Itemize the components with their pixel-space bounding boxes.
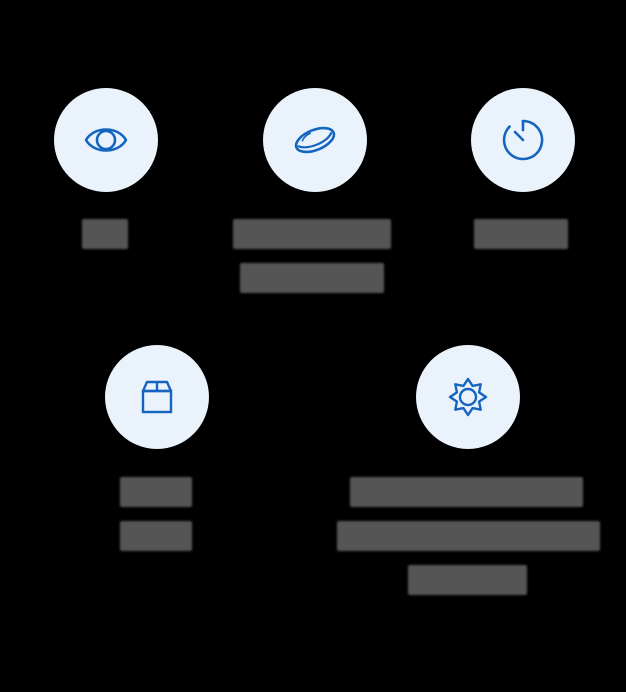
feature-contact-lens-text-line-1: [illegible text] — [233, 219, 391, 249]
timer-icon — [502, 119, 544, 161]
contact-lens-icon — [294, 126, 336, 154]
feature-sun-text-line-3: [illegible text] — [408, 565, 527, 595]
feature-eye-text-line-1: [illegible text] — [82, 219, 128, 249]
feature-timer-text-line-1: [illegible text] — [474, 219, 568, 249]
feature-box-text-line-2: [illegible text] — [120, 521, 192, 551]
contact-lens-icon-badge — [263, 88, 367, 192]
timer-icon-badge — [471, 88, 575, 192]
eye-icon — [84, 128, 128, 152]
box-icon — [141, 380, 173, 414]
feature-sun-text-line-1: [illegible text] — [350, 477, 583, 507]
feature-box-text-line-1: [illegible text] — [120, 477, 192, 507]
sun-icon-badge — [416, 345, 520, 449]
feature-contact-lens-text-line-2: [illegible text] — [240, 263, 384, 293]
sun-icon — [448, 377, 488, 417]
box-icon-badge — [105, 345, 209, 449]
eye-icon-badge — [54, 88, 158, 192]
feature-sun-text-line-2: [illegible text] — [337, 521, 600, 551]
